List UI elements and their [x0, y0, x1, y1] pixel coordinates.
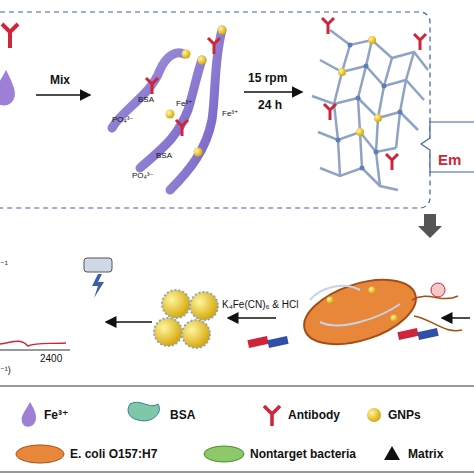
bsa-chains: [112, 26, 227, 191]
chain-label: BSA: [156, 152, 172, 160]
etch-arrow: [228, 317, 276, 319]
chain-label: PO₄³⁻: [112, 116, 134, 124]
legend-frame: [0, 386, 474, 472]
legend-text: Nontarget bacteria: [250, 448, 356, 460]
network-gnps: [338, 36, 382, 136]
chain-label: Fe³⁺: [176, 100, 192, 108]
axis-fragment: ⁻¹): [0, 366, 11, 375]
legend-text: BSA: [170, 409, 195, 421]
signal-plot: [0, 341, 70, 350]
matrix-network: [312, 30, 428, 190]
dashed-frame: [0, 12, 430, 208]
legend-text: Antibody: [288, 409, 340, 421]
bubble-outline: [420, 116, 474, 176]
antibody-icon: [2, 24, 18, 48]
step-label: Mix: [50, 74, 70, 86]
step-label: 15 rpm: [248, 72, 287, 84]
chain-label: PO₄³⁻: [132, 172, 154, 180]
network-antibodies: [322, 18, 426, 170]
lightning-icon: [84, 258, 112, 298]
step-label: 24 h: [258, 99, 282, 111]
mix-arrow: [36, 94, 90, 96]
network-nodes: [336, 43, 403, 171]
capture-arrow: [442, 317, 470, 319]
detect-arrow: [106, 321, 152, 323]
ecoli-capture: [296, 267, 462, 356]
legend-icons: [16, 402, 400, 463]
reagent-label: K₄Fe(CN)₆ & HCl: [222, 300, 298, 310]
gnp-cluster: [154, 290, 218, 348]
legend-text: Matrix: [408, 448, 443, 460]
chain-label: BSA: [138, 96, 154, 104]
legend-text: GNPs: [388, 409, 421, 421]
magnets: [247, 328, 438, 348]
chain-label: Fe³⁺: [222, 110, 238, 118]
legend-text: E. coli O157:H7: [70, 448, 157, 460]
down-arrow: [418, 214, 442, 238]
axis-fragment: ⁻¹: [0, 260, 8, 269]
speech-bubble: Em: [420, 116, 474, 176]
incubate-arrow: [244, 91, 302, 93]
fe-drop: [0, 70, 15, 105]
axis-tick: 2400: [40, 354, 62, 364]
bubble-text: Em: [438, 152, 461, 167]
legend-text: Fe³⁺: [44, 409, 68, 421]
